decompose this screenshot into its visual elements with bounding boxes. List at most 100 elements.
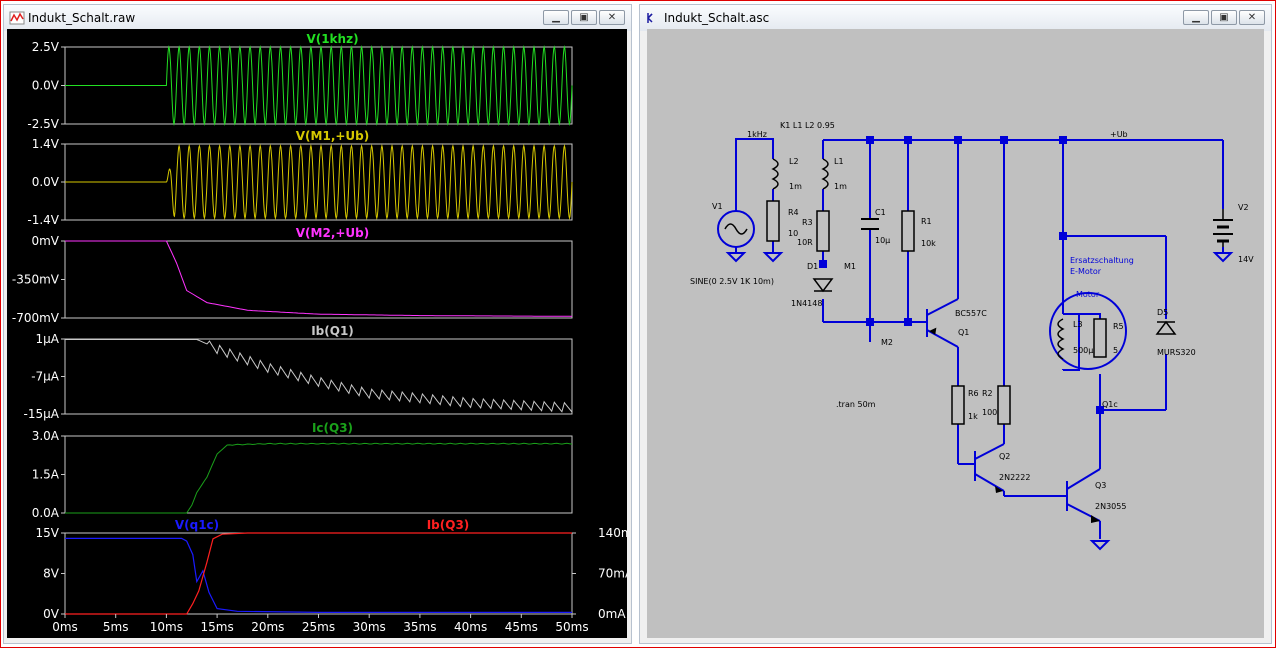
pane-title: Ic(Q3)	[312, 421, 353, 435]
r2-label: R2	[982, 389, 993, 398]
tran-directive: .tran 50m	[836, 400, 876, 409]
legend-ibq3: Ib(Q3)	[427, 518, 470, 532]
r5-label: R5	[1113, 322, 1124, 331]
maximize-button[interactable]: ▣	[571, 10, 597, 25]
y-tick-label: 1.4V	[32, 137, 60, 151]
x-tick-label: 50ms	[555, 620, 588, 634]
pane-title: V(M2,+Ub)	[296, 226, 370, 240]
x-tick-label: 45ms	[505, 620, 538, 634]
motor-labels: Ersatzschaltung E-Motor Motor	[1070, 256, 1134, 299]
trace-v1khz[interactable]	[65, 45, 573, 126]
net-label-ub: +Ub	[1110, 130, 1128, 139]
components	[717, 158, 1233, 425]
pane-title: V(M1,+Ub)	[296, 129, 370, 143]
close-button[interactable]: ✕	[1239, 10, 1265, 25]
net-label-q1c: Q1c	[1102, 400, 1118, 409]
y-tick-label: 8V	[43, 567, 60, 581]
waveform-app-icon	[9, 11, 25, 25]
x-tick-label: 40ms	[454, 620, 487, 634]
v2-label: V2	[1238, 203, 1249, 212]
l2-label: L2	[789, 157, 799, 166]
y-tick-label: 3.0A	[32, 429, 60, 443]
l1-value: 1m	[834, 182, 847, 191]
y-tick-label: -7µA	[31, 370, 60, 384]
waveform-svg: 2.5V0.0V-2.5VV(1khz)1.4V0.0V-1.4VV(M1,+U…	[12, 32, 642, 634]
close-button[interactable]: ✕	[599, 10, 625, 25]
coupling-label: K1 L1 L2 0.95	[780, 121, 835, 130]
l3-label: L3	[1073, 320, 1083, 329]
c1-label: C1	[875, 208, 886, 217]
q1-value: BC557C	[955, 309, 987, 318]
y2-tick-label: 70mA	[598, 567, 627, 581]
l1-label: L1	[834, 157, 844, 166]
x-tick-label: 10ms	[150, 620, 183, 634]
x-tick-label: 5ms	[103, 620, 129, 634]
net-label-m2: M2	[881, 338, 893, 347]
y-tick-label: 1µA	[36, 332, 60, 346]
y-tick-label: 1.5A	[32, 468, 60, 482]
transistor-arrows	[929, 327, 1100, 523]
trace-2[interactable]	[65, 240, 573, 317]
trace-vm1[interactable]	[65, 144, 573, 220]
y-tick-label: 2.5V	[32, 40, 60, 54]
y-tick-label: 0.0V	[32, 79, 60, 93]
schematic-titlebar[interactable]: Indukt_Schalt.asc ▁ ▣ ✕	[640, 5, 1271, 31]
l3-value: 500µ	[1073, 346, 1093, 355]
trace-4[interactable]	[65, 442, 573, 514]
d1-label: D1	[807, 262, 818, 271]
plot-pane-5	[64, 435, 573, 514]
q3-label: Q3	[1095, 481, 1106, 490]
q3-value: 2N3055	[1095, 502, 1126, 511]
trace-vq1c[interactable]	[65, 537, 572, 613]
y-tick-label: -700mV	[12, 311, 60, 325]
x-tick-label: 30ms	[353, 620, 386, 634]
schematic-window-title: Indukt_Schalt.asc	[664, 11, 770, 25]
r4-label: R4	[788, 208, 799, 217]
c1-value: 10µ	[875, 236, 890, 245]
minimize-button[interactable]: ▁	[543, 10, 569, 25]
d1-value: 1N4148	[791, 299, 822, 308]
legend-vq1c: V(q1c)	[175, 518, 219, 532]
l2-value: 1m	[789, 182, 802, 191]
q2-value: 2N2222	[999, 473, 1030, 482]
y-tick-label: -2.5V	[27, 117, 59, 131]
ground-symbols	[725, 252, 1234, 551]
maximize-button[interactable]: ▣	[1211, 10, 1237, 25]
y-tick-label: 15V	[36, 526, 60, 540]
r4-value: 10	[788, 229, 798, 238]
y-tick-label: -15µA	[24, 407, 60, 421]
y-tick-label: -1.4V	[27, 213, 59, 227]
plot-pane-3	[64, 240, 573, 319]
trace-ibq3[interactable]	[65, 532, 572, 615]
r1-label: R1	[921, 217, 932, 226]
pane-title: V(1khz)	[306, 32, 358, 46]
schematic-svg: K1 L1 L2 0.95 1kHz +Ub L2 1m L1 1m R4 10…	[690, 121, 1254, 551]
pane-title: Ib(Q1)	[311, 324, 354, 338]
schematic-canvas[interactable]: K1 L1 L2 0.95 1kHz +Ub L2 1m L1 1m R4 10…	[647, 29, 1264, 638]
motor-label: Motor	[1076, 290, 1100, 299]
wires	[735, 138, 1224, 539]
x-tick-label: 20ms	[251, 620, 284, 634]
emotor-label: E-Motor	[1070, 267, 1102, 276]
q1-label: Q1	[958, 328, 969, 337]
y2-tick-label: 140mA	[598, 526, 627, 540]
trace-3[interactable]	[65, 339, 573, 413]
v2-value: 14V	[1238, 255, 1254, 264]
minimize-button[interactable]: ▁	[1183, 10, 1209, 25]
x-tick-label: 15ms	[200, 620, 233, 634]
r5-value: 5	[1113, 346, 1118, 355]
y-tick-label: -350mV	[12, 273, 60, 287]
r2-value: 100	[982, 408, 997, 417]
x-tick-label: 25ms	[302, 620, 335, 634]
waveform-window-title: Indukt_Schalt.raw	[28, 11, 136, 25]
v1-label: V1	[712, 202, 723, 211]
schematic-app-icon	[647, 13, 653, 23]
r3-label: R3	[802, 218, 813, 227]
d5-value: MURS320	[1157, 348, 1196, 357]
net-label-m1: M1	[844, 262, 856, 271]
q2-label: Q2	[999, 452, 1010, 461]
junction-dots	[819, 136, 1104, 414]
x-tick-label: 0ms	[52, 620, 78, 634]
waveform-titlebar[interactable]: Indukt_Schalt.raw ▁ ▣ ✕	[4, 5, 631, 31]
